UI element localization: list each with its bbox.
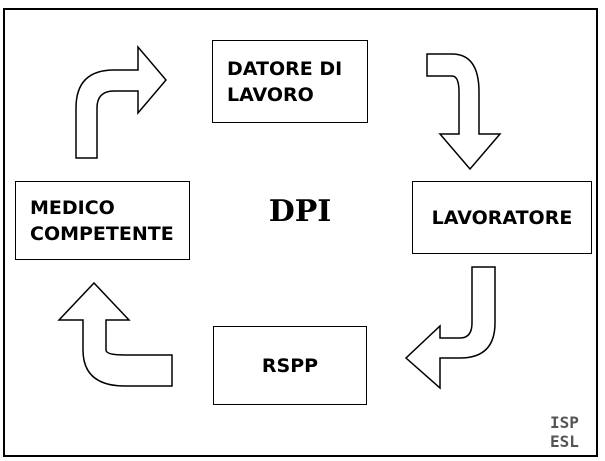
arrow-lavoratore-to-rspp bbox=[404, 266, 496, 390]
center-label: DPI bbox=[268, 194, 332, 229]
node-medico-competente: MEDICO COMPETENTE bbox=[15, 181, 190, 260]
arrow-medico-to-datore bbox=[75, 44, 167, 159]
svg-text:ISP: ISP bbox=[550, 413, 579, 432]
node-lavoratore: LAVORATORE bbox=[412, 181, 592, 254]
node-rspp: RSPP bbox=[213, 326, 367, 405]
arrow-datore-to-lavoratore bbox=[426, 53, 502, 171]
svg-text:ESL: ESL bbox=[550, 432, 579, 451]
slide-frame bbox=[3, 8, 598, 457]
arrow-rspp-to-medico bbox=[57, 281, 173, 387]
node-datore-di-lavoro: DATORE DI LAVORO bbox=[212, 40, 368, 123]
ispesl-logo: ISP ESL bbox=[550, 413, 579, 451]
